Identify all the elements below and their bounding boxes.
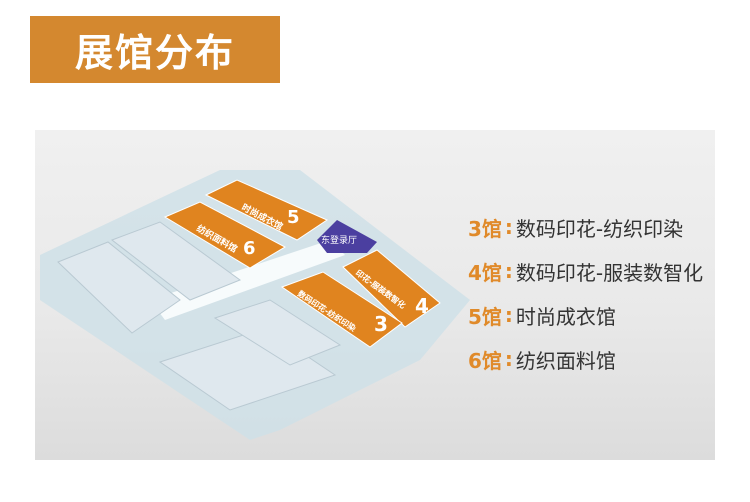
legend-item: 4馆:数码印花-服装数智化 (468, 249, 703, 293)
legend-item: 6馆:纺织面料馆 (468, 337, 703, 381)
legend-hall: 4馆 (468, 260, 502, 285)
hall-5-number: 5 (287, 207, 300, 228)
legend-colon: : (504, 303, 513, 327)
exhibition-hall-gray (57, 241, 181, 334)
legend-desc: 数码印花-服装数智化 (515, 260, 704, 285)
legend-item: 5馆:时尚成衣馆 (468, 293, 703, 337)
legend-hall: 3馆 (468, 216, 502, 241)
exhibition-hall-gray (213, 299, 342, 366)
hall-5 (204, 179, 329, 241)
legend-colon: : (504, 259, 513, 283)
legend-hall: 5馆 (468, 304, 502, 329)
east-lobby (317, 220, 377, 253)
legend-hall: 6馆 (468, 348, 502, 373)
east-lobby-label: 东登录厅 (321, 234, 357, 246)
hall-3 (280, 271, 403, 348)
hall-legend: 3馆:数码印花-纺织印染 4馆:数码印花-服装数智化 5馆:时尚成衣馆 6馆:纺… (468, 205, 703, 381)
hall-6-number: 6 (243, 238, 256, 259)
legend-desc: 纺织面料馆 (515, 348, 616, 373)
hall-6 (163, 201, 287, 269)
legend-desc: 数码印花-纺织印染 (515, 216, 684, 241)
legend-colon: : (504, 347, 513, 371)
hall-4-number: 4 (415, 294, 429, 318)
walkway (150, 240, 345, 320)
exhibition-hall-gray (110, 221, 242, 301)
hall-4 (342, 249, 441, 328)
legend-desc: 时尚成衣馆 (515, 304, 616, 329)
hall-3-number: 3 (374, 312, 388, 336)
legend-colon: : (504, 215, 513, 239)
page-title: 展馆分布 (30, 16, 280, 83)
legend-item: 3馆:数码印花-纺织印染 (468, 205, 703, 249)
